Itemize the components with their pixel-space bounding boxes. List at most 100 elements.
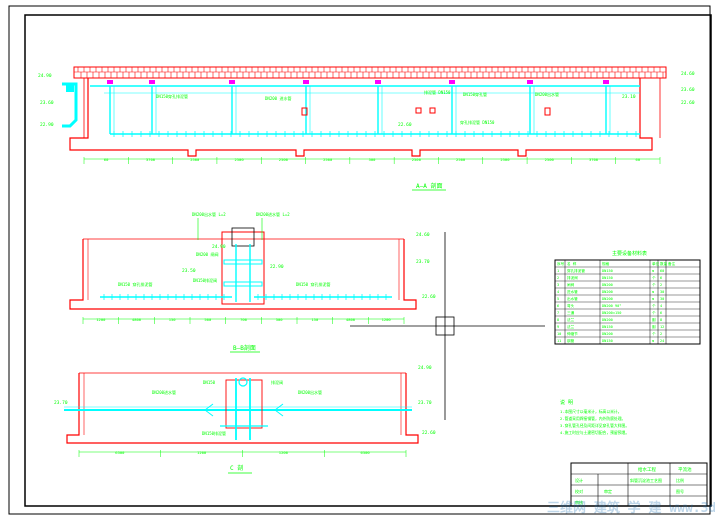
table-cell: 进水管 bbox=[567, 289, 578, 294]
section-bb: DN200出水管 L=2 DN200进水管 L=2 24.90 24.60 23… bbox=[69, 211, 436, 353]
bb-pipe-right: DN150 穿孔排泥管 bbox=[296, 281, 330, 287]
aa-riser-marker bbox=[229, 80, 235, 84]
bb-mid-note: DN200 闸阀 bbox=[196, 251, 218, 257]
bb-pipe-left: DN150 穿孔排泥管 bbox=[118, 281, 152, 287]
aa-inner-el-2: 22.60 bbox=[398, 122, 412, 128]
cc-el-right: 23.70 bbox=[418, 400, 432, 406]
note-line: 2.管道采用焊接钢管，内外防腐处理。 bbox=[560, 416, 625, 421]
aa-right-el-low: 22.60 bbox=[681, 100, 695, 106]
table-cell: 钢管 bbox=[567, 338, 575, 343]
table-cell: 4 bbox=[660, 304, 662, 308]
dimension-value: 1200 bbox=[197, 450, 207, 455]
table-cell: 2 bbox=[660, 283, 662, 287]
bb-section-title: B—B剖面 bbox=[233, 344, 256, 352]
cc-el-low-right: 22.60 bbox=[422, 430, 436, 436]
table-cell: 5 bbox=[557, 297, 559, 301]
table-cell: 3 bbox=[557, 283, 559, 287]
section-cc: 23.70 23.70 24.90 22.60 DN200进水管 DN200出水… bbox=[54, 365, 436, 474]
aa-left-el-low: 22.90 bbox=[40, 122, 54, 128]
notes-lines: 1.本图尺寸以毫米计，标高以米计。2.管道采用焊接钢管，内外防腐处理。3.穿孔管… bbox=[560, 409, 629, 435]
material-table-title: 主要设备材料表 bbox=[612, 250, 647, 257]
dimension-value: 2500 bbox=[234, 157, 244, 162]
aa-left-el-top: 24.90 bbox=[38, 73, 52, 79]
table-cell: 7 bbox=[557, 311, 559, 315]
aa-pipe-note-5: 穿孔排泥管 DN150 bbox=[460, 119, 495, 125]
table-cell: 12 bbox=[660, 325, 664, 329]
tb-row-3: 审核 bbox=[575, 499, 583, 505]
bb-el-left: 24.90 bbox=[212, 244, 226, 250]
table-cell: 三通 bbox=[567, 310, 575, 315]
table-cell: 30 bbox=[660, 297, 664, 301]
tb-row-4: 审定 bbox=[604, 488, 612, 494]
tb-row-2: 校对 bbox=[575, 488, 583, 494]
dimension-value: 2500 bbox=[545, 157, 555, 162]
table-cell: 法兰 bbox=[567, 324, 575, 329]
table-cell: m bbox=[652, 269, 654, 273]
bb-top-right-note: DN200进水管 L=2 bbox=[256, 211, 290, 217]
table-cell: DN200 bbox=[602, 283, 613, 287]
cc-note-bottom: DN150排泥管 bbox=[202, 430, 226, 436]
table-cell: 2 bbox=[660, 332, 662, 336]
dimension-value: 4800 bbox=[132, 317, 142, 322]
table-cell: 8 bbox=[557, 318, 559, 322]
bb-center-channel bbox=[221, 231, 265, 305]
cc-basin-outline bbox=[66, 373, 419, 444]
aa-pipe-risers bbox=[107, 80, 637, 137]
dimension-value: 2500 bbox=[279, 157, 289, 162]
table-cell: 副 bbox=[652, 324, 656, 329]
note-line: 3.穿孔管孔径及间距详见穿孔管大样图。 bbox=[560, 423, 629, 428]
aa-riser-marker bbox=[527, 80, 533, 84]
tb-scale: 比例 bbox=[676, 477, 684, 483]
table-cell: 6 bbox=[660, 311, 662, 315]
dimension-value: 6500 bbox=[115, 450, 125, 455]
table-cell: 30 bbox=[660, 290, 664, 294]
aa-pipe-note-4: DN150穿孔管 bbox=[463, 91, 487, 97]
table-cell: 伸缩节 bbox=[567, 331, 578, 336]
table-header-cell: 数量 bbox=[660, 261, 668, 266]
table-cell: 2 bbox=[557, 276, 559, 280]
table-cell: DN150 bbox=[602, 269, 613, 273]
tb-drawing-name: 斜管沉淀池工艺图 bbox=[630, 477, 662, 483]
table-cell: DN150 bbox=[602, 276, 613, 280]
table-cell: 个 bbox=[652, 275, 656, 280]
dimension-value: 2500 bbox=[456, 157, 466, 162]
table-cell: 10 bbox=[557, 332, 561, 336]
tb-row-1: 设计 bbox=[575, 477, 583, 483]
table-header-cell: 序号 bbox=[557, 261, 565, 266]
dimension-value: 60 bbox=[636, 157, 641, 162]
cc-el-top-right: 24.90 bbox=[418, 365, 432, 371]
aa-right-el-mid: 23.60 bbox=[681, 87, 695, 93]
table-cell: 法兰 bbox=[567, 317, 575, 322]
table-header-cell: 备注 bbox=[668, 261, 676, 266]
bb-el-right-low: 22.60 bbox=[422, 294, 436, 300]
aa-right-el-top: 24.60 bbox=[681, 71, 695, 77]
tb-sheet-label: 平流池 bbox=[678, 466, 692, 473]
aa-riser-marker bbox=[303, 80, 309, 84]
dimension-value: 500 bbox=[276, 317, 284, 322]
crosshair-cursor[interactable] bbox=[350, 232, 545, 420]
watermark-logo: 三维网 建筑 学 建 www.3dvv.com bbox=[547, 500, 715, 516]
table-cell: 个 bbox=[652, 282, 656, 287]
table-cell: 闸阀 bbox=[567, 282, 575, 287]
dimension-value: 2500 bbox=[412, 157, 422, 162]
dimension-value: 2500 bbox=[500, 157, 510, 162]
table-cell: 穿孔排泥管 bbox=[567, 268, 585, 273]
cc-note-left: DN200进水管 bbox=[152, 389, 176, 395]
notes-heading: 说 明 bbox=[560, 399, 573, 406]
table-cell: 6 bbox=[660, 276, 662, 280]
note-line: 4.施工时应与土建密切配合，预留预埋。 bbox=[560, 430, 629, 435]
watermark-text: 三维网 建筑 学 建 www.3dvv.com bbox=[547, 500, 715, 516]
title-block: 给水工程 斜管沉淀池工艺图 平流池 设计 校对 审核 审定 比例 图号 bbox=[570, 462, 708, 507]
table-cell: 副 bbox=[652, 317, 656, 322]
aa-left-el-mid: 23.60 bbox=[40, 100, 54, 106]
dimension-value: 4800 bbox=[346, 317, 356, 322]
table-cell: DN150 bbox=[602, 339, 613, 343]
aa-riser-marker bbox=[375, 80, 381, 84]
bb-el-right-top: 24.60 bbox=[416, 232, 430, 238]
table-cell: DN200 bbox=[602, 290, 613, 294]
table-cell: 6 bbox=[557, 304, 559, 308]
aa-riser-marker bbox=[107, 80, 113, 84]
